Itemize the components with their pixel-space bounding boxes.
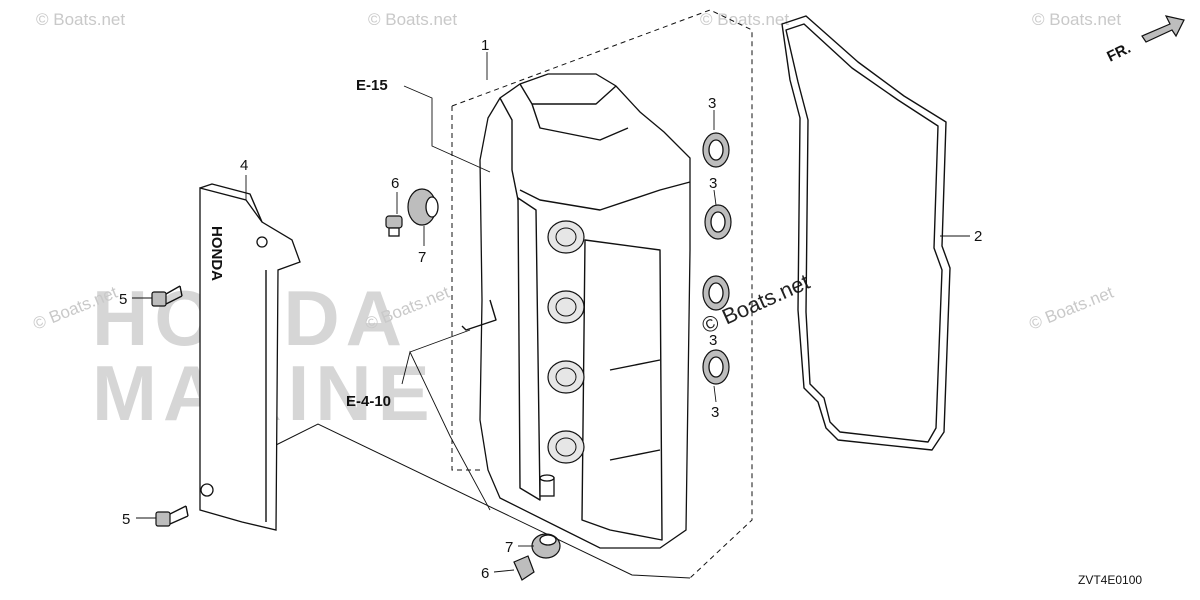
callout-1: 1 bbox=[481, 37, 489, 54]
bolt-lower bbox=[155, 505, 189, 527]
callout-5: 5 bbox=[122, 511, 130, 528]
reference-e15[interactable]: E-15 bbox=[356, 77, 388, 94]
callout-6: 6 bbox=[391, 175, 399, 192]
callout-2: 2 bbox=[974, 228, 982, 245]
callout-5: 5 bbox=[119, 291, 127, 308]
callout-4: 4 bbox=[240, 157, 248, 174]
engine-cover-panel: HONDA bbox=[199, 183, 301, 531]
callout-7: 7 bbox=[418, 249, 426, 266]
bolt-upper bbox=[151, 285, 183, 307]
cover-washer-lower bbox=[531, 533, 561, 559]
reference-e4-10[interactable]: E-4-10 bbox=[346, 393, 391, 410]
plug-seal-4 bbox=[702, 349, 730, 385]
callout-6: 6 bbox=[481, 565, 489, 582]
watermark: © Boats.net bbox=[1032, 10, 1121, 29]
cover-logo: HONDA bbox=[208, 226, 225, 281]
cover-nut-lower bbox=[513, 555, 535, 581]
cover-stud-top bbox=[539, 474, 555, 482]
callout-3: 3 bbox=[709, 175, 717, 192]
cylinder-head-cover bbox=[461, 73, 691, 549]
callout-3: 3 bbox=[711, 404, 719, 421]
watermark: © Boats.net bbox=[368, 10, 457, 29]
plug-bore-1 bbox=[547, 220, 585, 254]
plug-bore-4 bbox=[547, 430, 585, 464]
head-cover-gasket bbox=[781, 15, 951, 451]
watermark: © Boats.net bbox=[1026, 283, 1116, 334]
plug-seal-1 bbox=[702, 132, 730, 168]
diagram-code: ZVT4E0100 bbox=[1078, 573, 1142, 587]
plug-bore-3 bbox=[547, 360, 585, 394]
watermark: © Boats.net bbox=[36, 10, 125, 29]
leader-lines bbox=[132, 52, 970, 573]
cover-nut-upper bbox=[385, 215, 403, 237]
callout-7: 7 bbox=[505, 539, 513, 556]
watermark: © Boats.net bbox=[700, 10, 789, 29]
plug-bore-2 bbox=[547, 290, 585, 324]
callout-3: 3 bbox=[709, 332, 717, 349]
assembly-outline bbox=[275, 9, 753, 579]
plug-seal-3 bbox=[702, 275, 730, 311]
plug-seal-2 bbox=[704, 204, 732, 240]
callout-3: 3 bbox=[708, 95, 716, 112]
direction-label: FR. bbox=[1104, 40, 1133, 66]
cover-washer-upper bbox=[407, 188, 439, 226]
